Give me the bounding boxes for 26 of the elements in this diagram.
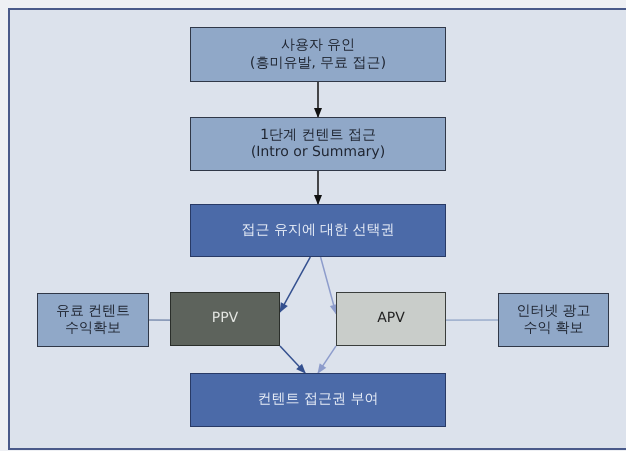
box-label: 인터넷 광고 수익 확보 [515,302,592,338]
process-box [336,292,446,346]
process-box [170,292,280,346]
arrow [314,82,322,118]
box-label: 사용자 유인 [280,37,356,54]
arrow [279,345,306,374]
arrow [320,256,338,315]
process-box [190,117,446,171]
process-box [190,204,446,257]
box-label: PPV [212,310,238,328]
box-label: (Intro or Summary) [250,144,386,162]
arrow [317,346,337,374]
box-label: 컨텐트 접근권 부여 [258,391,378,409]
connector-line [446,319,498,321]
process-box [190,373,446,427]
process-box [498,293,609,347]
arrow [314,171,322,205]
process-box [190,27,446,82]
box-label: 1단계 컨텐트 접근 [260,126,376,144]
box-label: APV [377,310,405,328]
process-box [37,293,149,347]
arrow [279,256,311,313]
box-label: (흥미유발, 무료 접근) [250,54,386,72]
connector-line [149,319,170,321]
box-label: 유료 컨텐트 수익확보 [54,302,132,338]
box-label: 접근 유지에 대한 선택권 [241,222,395,240]
